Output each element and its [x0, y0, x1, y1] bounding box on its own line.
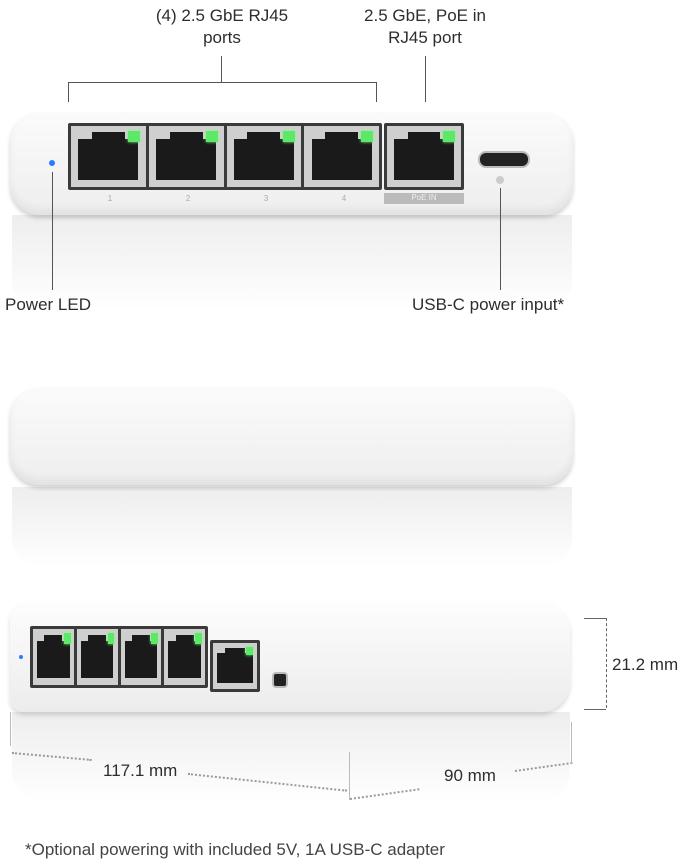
poe-callout-line2: RJ45 port	[388, 28, 462, 47]
rj45-port-1	[71, 126, 146, 187]
width-dimension: 117.1 mm	[103, 761, 178, 780]
poe-callout: 2.5 GbE, PoE in RJ45 port	[325, 5, 525, 49]
perspective-rj45-ports	[30, 626, 208, 688]
power-led-leader	[52, 172, 53, 290]
poe-port	[384, 123, 464, 190]
perspective-poe-port	[210, 640, 260, 692]
perspective-usb-c-port	[272, 672, 288, 688]
depth-tick	[349, 752, 350, 800]
port-number: 1	[107, 194, 113, 203]
rj45-port-4	[304, 126, 379, 187]
port-led	[443, 130, 456, 142]
rj45-port-2	[148, 126, 224, 187]
depth-dimension: 90 mm	[444, 766, 496, 785]
switch-back-view	[10, 387, 573, 485]
poe-leader-line	[425, 56, 426, 102]
port-number: 3	[263, 194, 269, 203]
height-bracket-line	[606, 618, 607, 708]
perspective-power-led	[19, 655, 23, 659]
poe-label: PoE IN	[384, 193, 464, 204]
depth-tick-right	[571, 722, 572, 764]
rj45-port-3	[226, 126, 302, 187]
usb-leader	[500, 188, 501, 290]
usb-c-label: USB-C power input*	[412, 295, 565, 314]
width-tick-left	[10, 712, 11, 746]
power-led-icon	[49, 160, 55, 166]
ports-bracket-left	[68, 82, 69, 102]
port-led	[283, 130, 296, 142]
front-reflection	[12, 215, 572, 310]
perspective-reflection	[12, 712, 570, 802]
ports-callout-line1: (4) 2.5 GbE RJ45	[155, 6, 289, 25]
port-number: 4	[341, 194, 347, 203]
rj45-port-group	[68, 123, 382, 190]
port-led	[361, 130, 374, 142]
ports-bracket-right	[376, 82, 377, 102]
back-reflection	[12, 487, 572, 567]
power-icon	[496, 176, 504, 184]
height-bracket	[584, 618, 606, 710]
height-dimension: 21.2 mm	[612, 655, 679, 674]
port-led	[127, 130, 140, 142]
footnote: *Optional powering with included 5V, 1A …	[25, 840, 445, 859]
poe-callout-line1: 2.5 GbE, PoE in	[364, 6, 486, 25]
ports-leader-line	[221, 56, 222, 82]
ports-bracket	[68, 82, 376, 83]
port-number: 2	[185, 194, 191, 203]
power-led-label: Power LED	[5, 295, 91, 314]
ports-callout: (4) 2.5 GbE RJ45 ports	[122, 5, 322, 49]
usb-c-port	[478, 151, 530, 168]
port-led	[205, 130, 218, 142]
ports-callout-line2: ports	[203, 28, 241, 47]
